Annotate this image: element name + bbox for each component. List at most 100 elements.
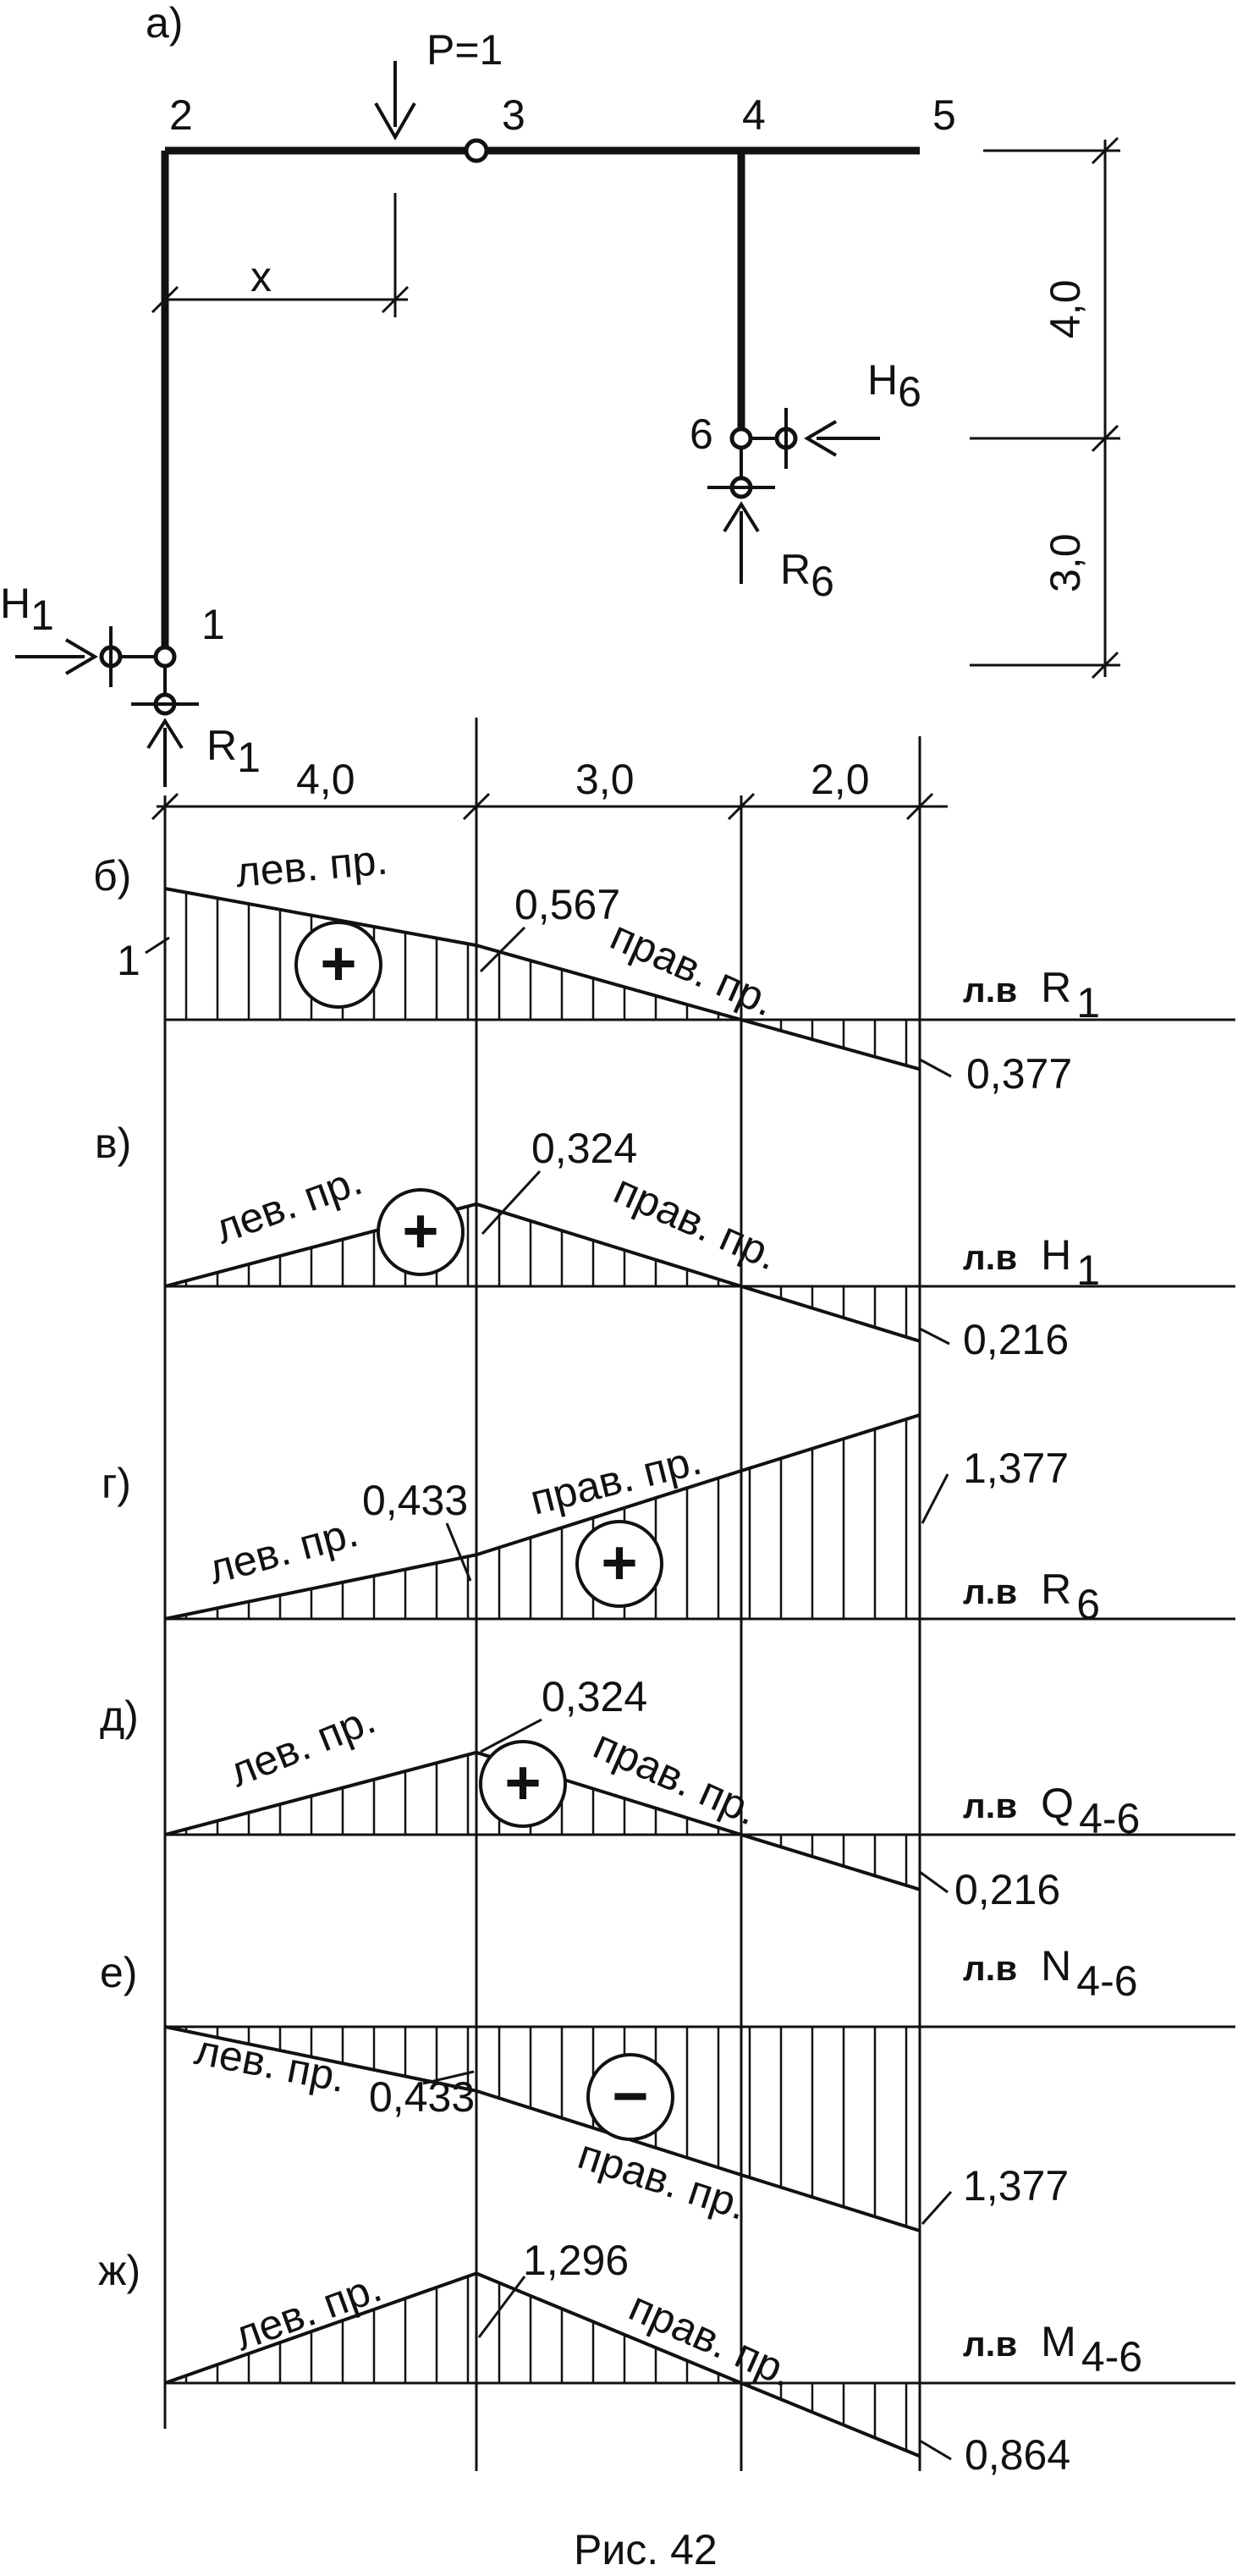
vertical-dim-tick-3 [1091,651,1119,680]
label-end: 0,377 [966,1050,1072,1098]
load-arrow-head [374,102,416,141]
h6-arrow-head [804,420,838,457]
panel-label: б) [93,852,131,900]
influence-curve [164,1202,921,1343]
right-tag: прав. пр. [608,1165,786,1280]
node-6: 6 [690,410,713,458]
figure-caption: Рис. 42 [574,2526,718,2573]
label-end: 0,216 [963,1316,1069,1363]
frame-panel-label: а) [146,0,183,47]
label-hinge: 1,296 [523,2237,629,2284]
h6-label: H6 [867,356,921,416]
leader-hinge [479,926,526,973]
sign-circle [294,921,382,1009]
node-5: 5 [932,91,956,139]
sign: + [320,928,356,999]
leader-end [921,1473,949,1524]
vertical-dim-tick-1 [1091,136,1119,165]
horizontal-dim-label-3: 2,0 [811,756,870,803]
left-tag: лев. пр. [234,835,389,895]
right-tag: прав. пр. [573,2130,753,2229]
node-3: 3 [502,91,525,139]
sign-circle [479,1740,567,1828]
leader-hinge [477,2276,526,2338]
left-tag: лев. пр. [203,1508,362,1593]
r6-label: R6 [780,546,834,605]
horizontal-dim-label-1: 4,0 [296,756,355,803]
node-1: 1 [201,601,225,648]
x-label: x [250,253,272,300]
label-hinge: 0,324 [531,1125,637,1172]
panel-label: е) [100,1949,137,1996]
x-tick-2 [381,285,410,314]
r1-arrow-head [146,718,184,750]
node-2: 2 [169,91,193,139]
support-1-hinge [153,645,177,669]
leader-end [919,1058,952,1078]
panel-label: ж) [98,2247,140,2294]
influence-curve [164,1413,921,1621]
label-end: 0,216 [954,1866,1060,1913]
x-tick-1 [151,285,179,314]
leader-end [919,2439,952,2461]
influence-curve [164,1750,921,1891]
label-hinge: 0,324 [542,1673,647,1720]
sign-circle [575,1520,663,1608]
node-4: 4 [742,91,766,139]
panel-label: в) [95,1120,131,1167]
vertical-dim-label-1: 4,0 [1042,279,1089,339]
panel-label: д) [100,1693,139,1740]
left-tag: лев. пр. [223,1695,382,1796]
influence-curve [164,2271,921,2458]
label-end: 1,377 [963,1445,1069,1492]
hinge-3 [464,138,489,163]
sign: + [601,1527,637,1598]
frame-scheme: а) P=1 2 3 4 5 6 1 x H1 R [0,0,1120,821]
vertical-dim-tick-2 [1091,424,1119,453]
left-tag: лев. пр. [228,2263,388,2359]
h1-arrow-head [64,638,98,675]
label-end: 1,377 [963,2162,1069,2210]
leader-start [145,936,170,955]
leader-hinge [480,1718,542,1753]
sign-circle [377,1188,465,1276]
leader-end [921,2190,953,2226]
label-hinge: 0,433 [362,1477,468,1524]
leader-hinge [481,1170,542,1236]
left-tag: лев. пр. [191,2026,349,2101]
sign: + [504,1748,541,1818]
leader-end [919,1327,950,1346]
r6-arrow-head [723,501,760,533]
hatching [184,2276,908,2451]
leader-hinge [445,1522,472,1582]
support-6-hinge [729,427,753,450]
reference-lines [163,718,921,2471]
vertical-dim-label-2: 3,0 [1042,533,1089,592]
sign-circle [586,2053,674,2141]
horizontal-dim-label-2: 3,0 [575,756,635,803]
right-tag: прав. пр. [587,1720,766,1835]
label-end: 0,864 [965,2431,1070,2479]
sign: + [402,1196,438,1266]
sign: − [612,2061,648,2131]
r1-label: R1 [206,722,261,781]
label-start: 1 [117,937,140,984]
leader-end [919,1870,949,1894]
right-tag: прав. пр. [604,911,783,1026]
label-hinge: 0,567 [514,881,620,928]
panel-label: г) [102,1460,131,1507]
load-label: P=1 [426,26,503,74]
